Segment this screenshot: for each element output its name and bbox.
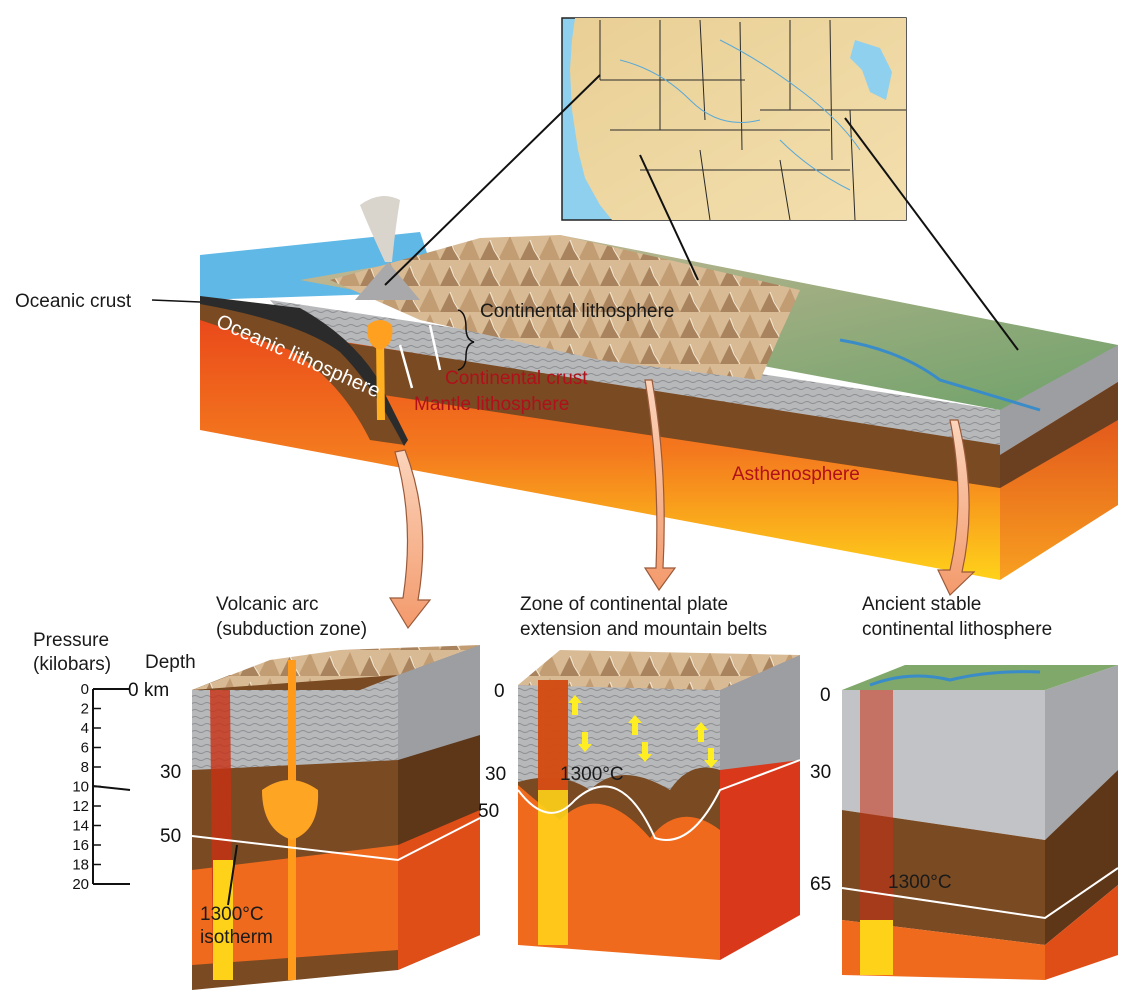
us-map-inset <box>561 17 907 221</box>
pressure-tick-label: 16 <box>72 837 89 854</box>
pressure-tick-label: 12 <box>72 798 89 815</box>
panel-arc <box>191 645 481 990</box>
arrow-to-arc <box>388 449 432 630</box>
pressure-tick-label: 18 <box>72 857 89 874</box>
magma-column <box>376 338 385 420</box>
great-lakes <box>850 40 892 100</box>
pressure-tick-label: 4 <box>81 720 89 737</box>
depth-extension-30: 30 <box>485 764 506 785</box>
isotherm-extension: 1300°C <box>560 764 624 785</box>
depth-extension-0: 0 <box>494 681 505 702</box>
arrow-to-stable <box>937 419 976 597</box>
rivers <box>619 39 861 191</box>
eruption-plume <box>360 196 400 262</box>
label-continental-lithosphere: Continental lithosphere <box>480 301 674 322</box>
pressure-scale <box>92 688 131 885</box>
panel-extension-title-2: extension and mountain belts <box>520 619 767 640</box>
panel-arc-title-2: (subduction zone) <box>216 619 367 640</box>
state-borders <box>599 19 906 221</box>
depth-arc-0: 0 km <box>128 680 169 701</box>
callout-arrows <box>388 379 976 630</box>
depth-stable-30: 30 <box>810 762 831 783</box>
depth-stable-0: 0 <box>820 685 831 706</box>
isotherm-arc-1: 1300°C <box>200 904 264 925</box>
pressure-tick-label: 14 <box>72 818 89 835</box>
label-oceanic-crust: Oceanic crust <box>15 291 132 312</box>
panel-arc-title-1: Volcanic arc <box>216 594 318 615</box>
pressure-tick-label: 6 <box>81 740 89 757</box>
oceanic-slab <box>200 298 405 445</box>
isotherm-stable: 1300°C <box>888 872 952 893</box>
panel-extension <box>517 650 801 960</box>
pressure-tick-label: 20 <box>72 876 89 893</box>
panel-stable-title-1: Ancient stable <box>862 594 981 615</box>
magma-chamber <box>367 320 393 350</box>
front-crust <box>270 300 1000 445</box>
pressure-title-1: Pressure <box>33 630 109 651</box>
mountain-belt <box>330 235 800 380</box>
fault-arrows <box>568 695 718 768</box>
front-mantle-lith <box>260 330 1000 488</box>
depth-arc-50: 50 <box>160 826 181 847</box>
pressure-tick-label: 8 <box>81 759 89 776</box>
oceanic-crust-strip <box>200 296 408 446</box>
pressure-title-2: (kilobars) <box>33 654 111 675</box>
river <box>839 338 1041 412</box>
label-mantle-lithosphere: Mantle lithosphere <box>414 394 569 415</box>
map-leader-lines <box>384 74 1019 351</box>
pressure-tick-label: 0 <box>81 681 89 698</box>
label-leader-lines <box>151 299 475 371</box>
isotherm-arc-2: isotherm <box>200 927 273 948</box>
depth-arc-30: 30 <box>160 762 181 783</box>
label-asthenosphere: Asthenosphere <box>732 464 860 485</box>
volcano-cone <box>355 262 420 300</box>
isotherm-arc-pointer <box>227 844 238 906</box>
block-diagram <box>200 196 1118 580</box>
panel-stable-title-2: continental lithosphere <box>862 619 1052 640</box>
depth-stable-65: 65 <box>810 874 831 895</box>
label-continental-crust: Continental crust <box>445 368 588 389</box>
pressure-tick-label: 2 <box>81 701 89 718</box>
depth-extension-50: 50 <box>478 801 499 822</box>
panel-stable <box>841 665 1119 980</box>
depth-title: Depth <box>145 652 196 673</box>
arrow-to-extension <box>643 379 677 592</box>
pressure-tick-label: 10 <box>72 779 89 796</box>
panel-extension-title-1: Zone of continental plate <box>520 594 728 615</box>
